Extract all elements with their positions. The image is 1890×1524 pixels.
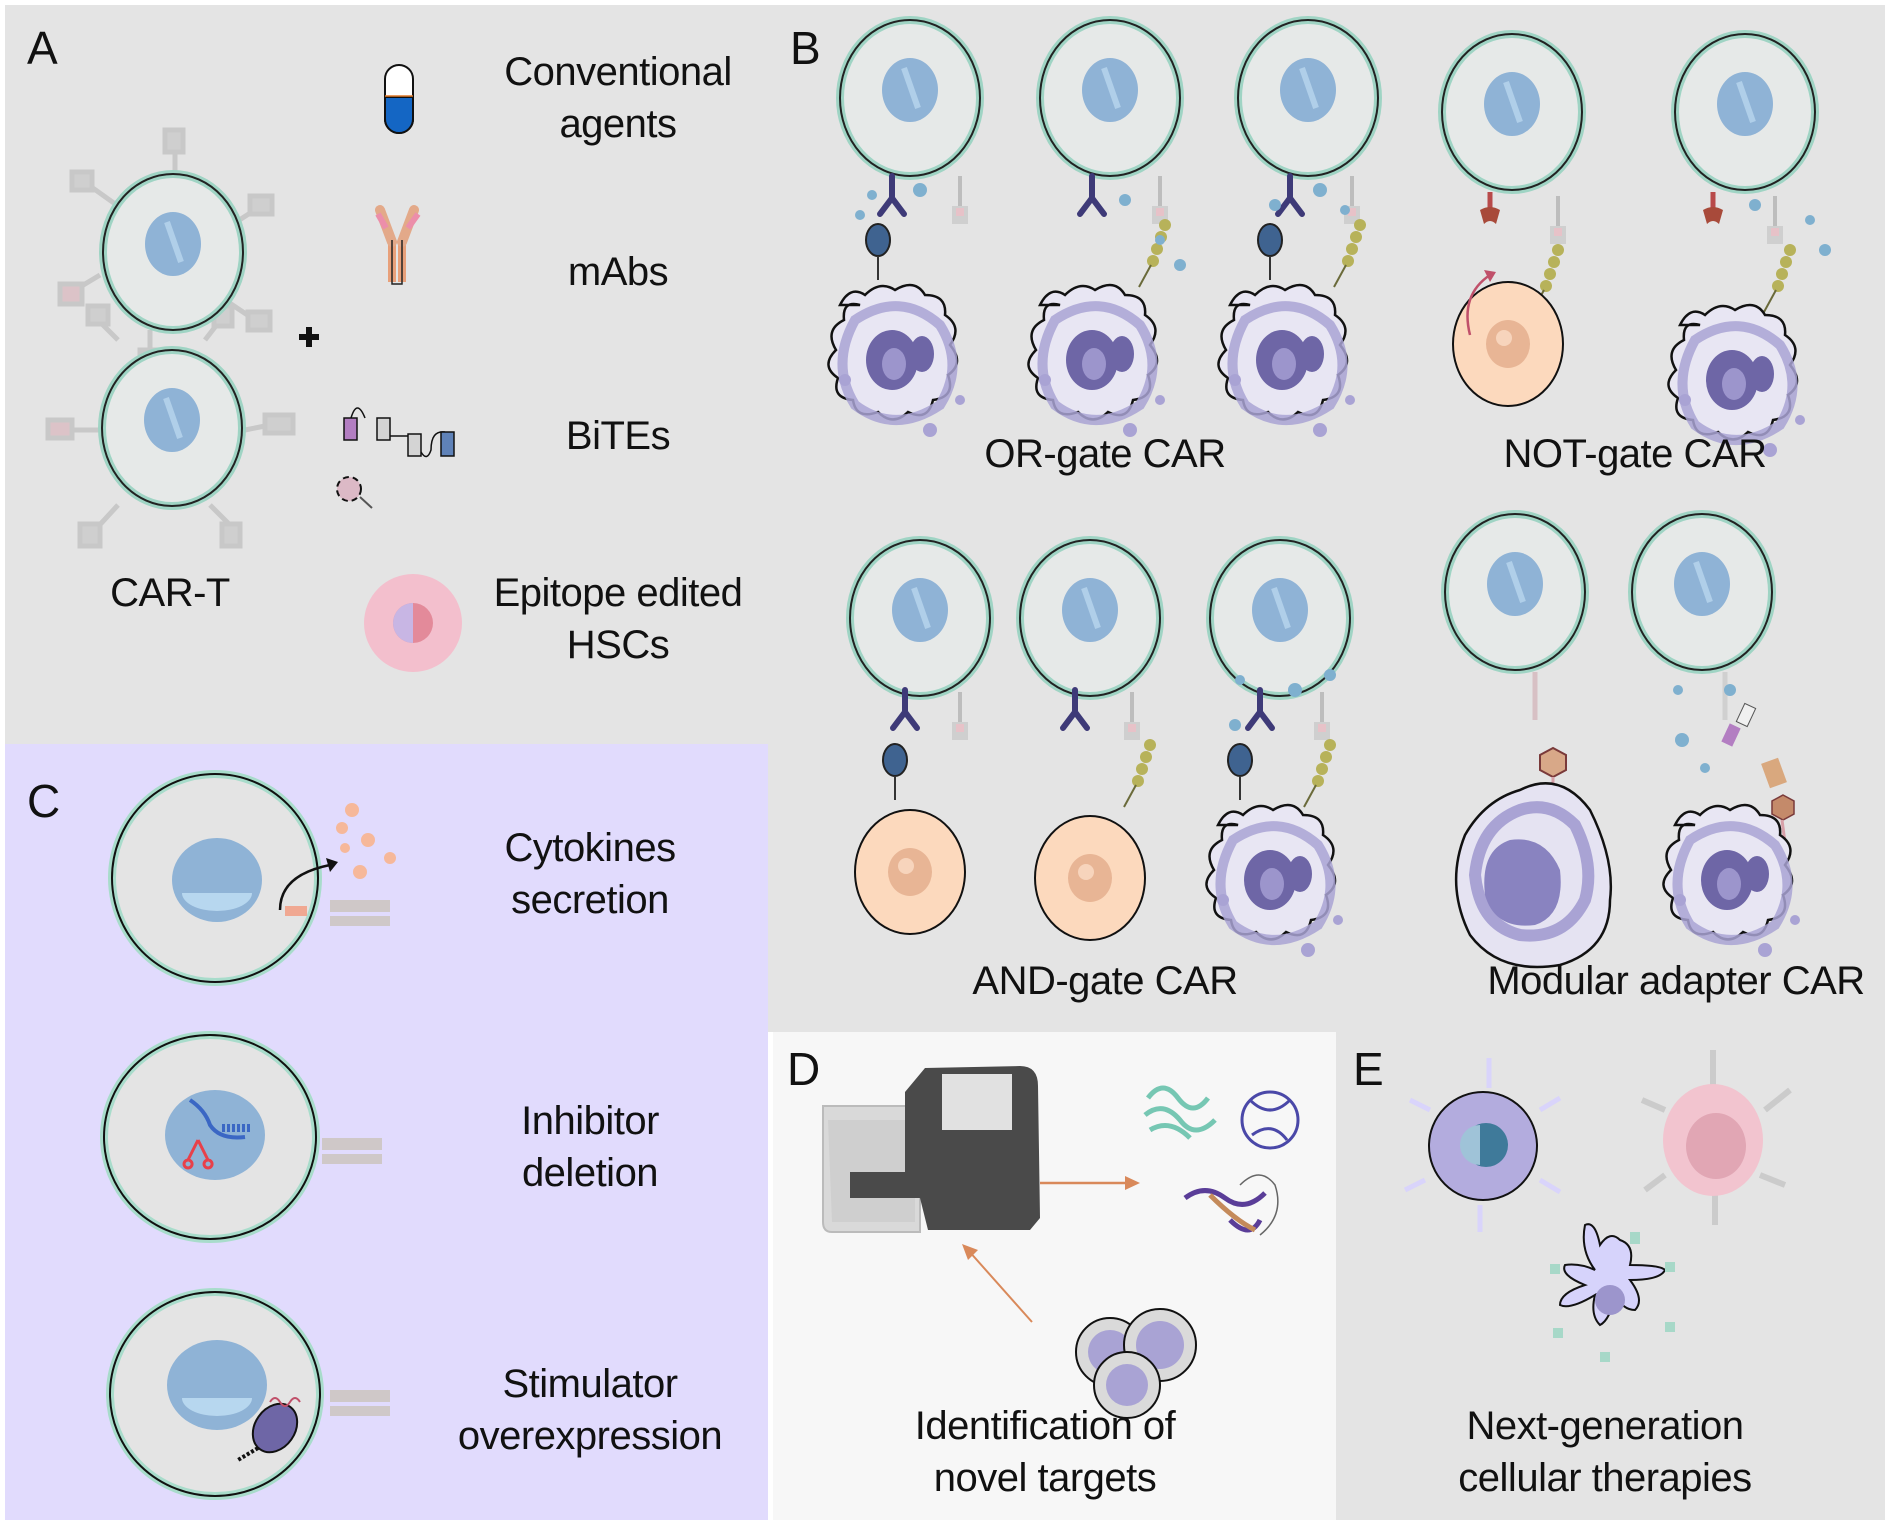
label-line: Epitope edited xyxy=(493,571,743,615)
car-t-label: CAR-T xyxy=(110,571,230,615)
nk-cell-icon xyxy=(1403,1058,1562,1232)
epitope-edited-hscs-label: Epitope edited HSCs xyxy=(470,567,766,671)
tumor-cell-cluster-icon xyxy=(1075,1308,1197,1419)
next-generation-therapies-label: Next-generation cellular therapies xyxy=(1435,1400,1775,1504)
bispecific-engager-icon xyxy=(343,407,455,458)
or-gate-car-label: OR-gate CAR xyxy=(984,432,1226,476)
panel-letter-d: D xyxy=(787,1043,821,1095)
cytokine-secretion-cell xyxy=(108,770,396,986)
label-line: deletion xyxy=(521,1151,659,1195)
inhibitor-deletion-label: Inhibitor deletion xyxy=(440,1095,740,1199)
not-gate-car-label: NOT-gate CAR xyxy=(1503,432,1767,476)
label-line: overexpression xyxy=(457,1414,723,1458)
capsule-icon xyxy=(384,64,414,134)
arrow-to-instrument xyxy=(967,1249,1033,1323)
stem-cell-icon xyxy=(336,476,462,672)
label-line: secretion xyxy=(511,878,669,922)
macrophage-cell-icon xyxy=(1640,1050,1792,1225)
label-line: Stimulator xyxy=(502,1362,678,1406)
dendritic-cell-icon xyxy=(1550,1223,1675,1362)
cytokines-secretion-label: Cytokines secretion xyxy=(440,822,740,926)
or-gate-car-illustration xyxy=(828,20,1378,437)
mabs-label: mAbs xyxy=(567,250,669,294)
modular-adapter-car-label: Modular adapter CAR xyxy=(1487,959,1865,1003)
label-line: Next-generation xyxy=(1466,1404,1744,1448)
label-line: agents xyxy=(559,102,677,146)
modular-adapter-car-illustration xyxy=(1445,514,1800,969)
panel-letter-b: B xyxy=(790,22,821,74)
not-gate-car-illustration xyxy=(1442,34,1831,457)
novel-targets-label: Identification of novel targets xyxy=(880,1400,1210,1504)
label-line: Identification of xyxy=(914,1404,1176,1448)
label-line: Inhibitor xyxy=(521,1099,659,1143)
panel-letter-c: C xyxy=(27,775,61,827)
label-line: novel targets xyxy=(933,1456,1157,1500)
antibody-icon xyxy=(375,205,421,285)
and-gate-car-label: AND-gate CAR xyxy=(972,959,1238,1003)
inhibitor-deletion-cell xyxy=(100,1031,382,1243)
conventional-agents-label: Conventional agents xyxy=(470,46,766,150)
mass-spectrometer-icon xyxy=(822,1066,1040,1233)
label-line: Cytokines xyxy=(504,826,676,870)
stimulator-overexpression-label: Stimulator overexpression xyxy=(430,1358,750,1462)
panel-letter-e: E xyxy=(1353,1043,1384,1095)
stimulator-overexpression-cell xyxy=(106,1288,390,1500)
label-line: HSCs xyxy=(566,623,670,667)
protein-structures-icon xyxy=(1143,1085,1300,1236)
label-line: Conventional xyxy=(504,50,732,94)
label-line: cellular therapies xyxy=(1458,1456,1752,1500)
panel-letter-a: A xyxy=(27,22,58,74)
car-t-cells-illustration xyxy=(45,127,296,549)
bites-label: BiTEs xyxy=(565,414,671,458)
and-gate-car-illustration xyxy=(850,540,1350,957)
plus-sign-icon xyxy=(299,327,319,347)
